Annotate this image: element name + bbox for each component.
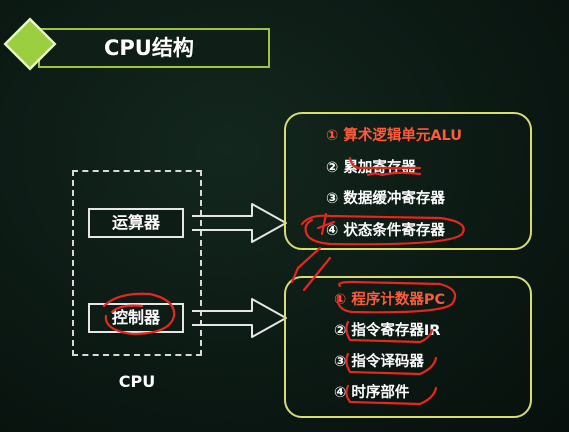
alu-components-group	[284, 112, 532, 250]
control-unit-box: 控制器	[88, 303, 184, 333]
alu-item-3: ③ 数据缓冲寄存器	[326, 191, 445, 207]
cpu-label: CPU	[118, 372, 156, 391]
arrow-right-icon	[192, 203, 287, 243]
alu-item-1: ① 算术逻辑单元ALU	[326, 128, 463, 144]
arrow-right-icon	[192, 298, 287, 338]
cpu-boundary	[72, 170, 202, 356]
control-item-2: ② 指令寄存器IR	[334, 323, 441, 339]
alu-item-2: ② 累加寄存器	[326, 160, 416, 176]
control-components-group	[284, 276, 532, 418]
control-item-1: ① 程序计数器PC	[334, 292, 446, 308]
title-bar	[38, 28, 270, 68]
alu-box: 运算器	[88, 208, 184, 238]
control-item-4: ④ 时序部件	[334, 385, 410, 401]
alu-item-4: ④ 状态条件寄存器	[326, 223, 445, 239]
page-title: CPU结构	[104, 36, 194, 60]
control-item-3: ③ 指令译码器	[334, 354, 424, 370]
